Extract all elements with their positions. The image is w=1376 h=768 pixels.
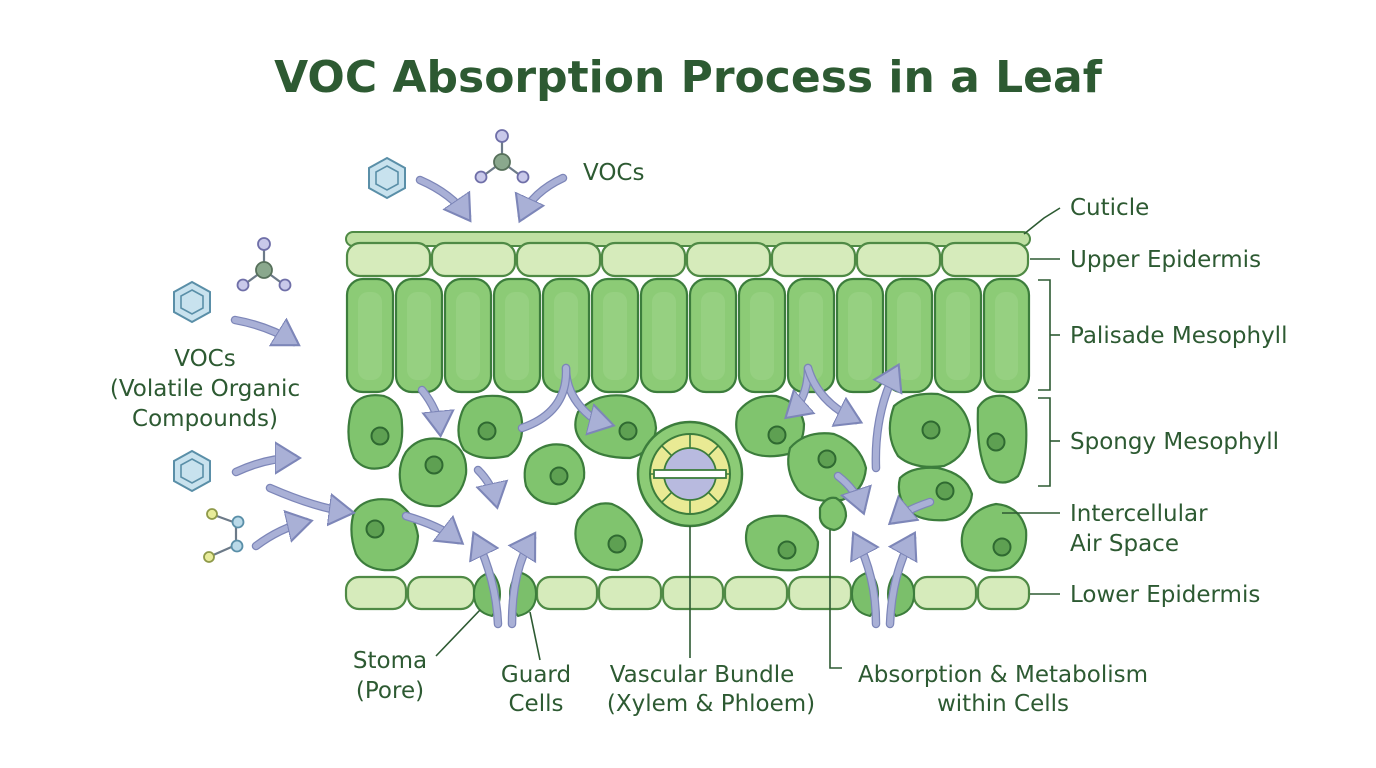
vocs-label: VOCs <box>583 160 644 186</box>
guard-cells-label-line2: Cells <box>509 691 564 717</box>
cuticle-label: Cuticle <box>1070 195 1149 221</box>
benzene-icon <box>173 280 211 324</box>
page-title: VOC Absorption Process in a Leaf <box>274 52 1103 103</box>
guard-cells-left <box>472 570 538 618</box>
absorption-label-line2: within Cells <box>937 691 1069 717</box>
palisade-mesophyll <box>345 277 1031 394</box>
benzene-icon <box>173 449 211 493</box>
intercellular-label-line1: Intercellular <box>1070 501 1208 527</box>
vascular-bundle-label-line2: (Xylem & Phloem) <box>607 691 815 717</box>
spongy-mesophyll <box>347 392 1028 572</box>
vocs-side-label-line1: VOCs <box>174 346 235 372</box>
guard-cells-label-line1: Guard <box>501 662 571 688</box>
vascular-bundle-label-line1: Vascular Bundle <box>610 662 795 688</box>
stoma-label-line2: (Pore) <box>356 678 424 704</box>
molecule-icon <box>203 508 245 563</box>
guard-cells-right <box>850 570 916 618</box>
upper-epidermis <box>345 241 1030 278</box>
vascular-bundle <box>636 420 744 528</box>
vocs-side-label-line2: (Volatile Organic <box>110 376 300 402</box>
benzene-icon <box>368 156 406 200</box>
stoma-label-line1: Stoma <box>353 648 427 674</box>
label-leaders <box>435 207 1061 669</box>
molecule-icon <box>474 129 530 184</box>
molecule-icon <box>236 237 292 292</box>
intercellular-label-line2: Air Space <box>1070 531 1179 557</box>
spongy-mesophyll-label: Spongy Mesophyll <box>1070 429 1279 455</box>
lower-epidermis-label: Lower Epidermis <box>1070 582 1260 608</box>
vocs-side-label-line3: Compounds) <box>132 406 278 432</box>
lower-epidermis <box>344 575 1031 611</box>
absorption-label-line1: Absorption & Metabolism <box>858 662 1148 688</box>
palisade-mesophyll-label: Palisade Mesophyll <box>1070 323 1287 349</box>
voc-flow-arrows <box>230 173 935 629</box>
upper-epidermis-label: Upper Epidermis <box>1070 247 1261 273</box>
cuticle-layer <box>345 231 1031 247</box>
